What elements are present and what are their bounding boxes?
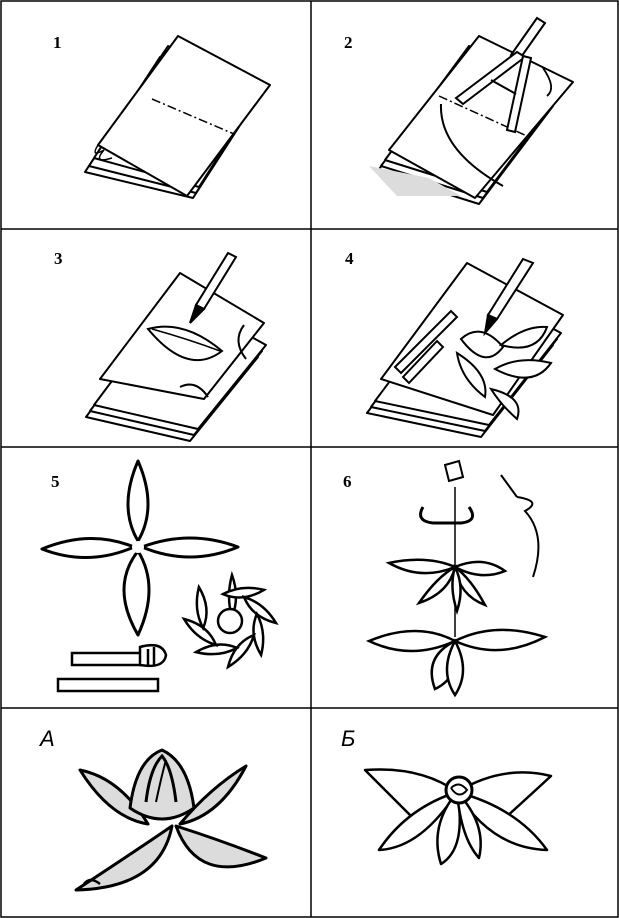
step-panel-6: 6 — [311, 447, 619, 708]
paper-strip — [401, 339, 445, 385]
lower-petal-layer — [365, 628, 549, 698]
folded-paper-stack-illustration — [84, 35, 271, 199]
needle-thread-icon — [500, 474, 540, 578]
result-letter: Б — [341, 726, 356, 751]
pencil-tracing-petals-illustration — [85, 251, 267, 442]
step-number: 2 — [344, 33, 353, 52]
step-number: 4 — [345, 249, 354, 268]
step-number: 1 — [53, 33, 62, 52]
step-panel-1: 1 — [0, 0, 311, 229]
cut-out-shapes-illustration — [40, 459, 279, 693]
petal-cluster — [455, 325, 553, 421]
stamen-piece — [443, 459, 465, 483]
cutting-petals-illustration — [366, 257, 564, 438]
finished-lotus-flower-a — [74, 748, 268, 892]
shaded-paper-layer — [369, 166, 461, 196]
step-panel-2: 2 — [311, 0, 619, 229]
ring-piece — [419, 506, 475, 525]
pencil-icon — [483, 257, 535, 337]
petal-outline — [146, 325, 224, 361]
compass-drawing-arc-illustration — [369, 16, 574, 205]
result-panel-a: А — [0, 708, 311, 918]
step-panel-4: 4 — [311, 229, 619, 447]
compass-icon — [454, 16, 547, 134]
step-number: 5 — [51, 472, 60, 491]
fold-line — [151, 98, 235, 135]
paper-strip — [393, 309, 459, 375]
drawn-arc — [439, 103, 504, 187]
step-panel-3: 3 — [0, 229, 311, 447]
small-flower-shape — [181, 570, 279, 670]
paper-strips — [56, 644, 168, 693]
result-panel-b: Б — [311, 708, 619, 918]
assembly-order-illustration — [365, 459, 549, 698]
step-number: 3 — [54, 249, 63, 268]
pencil-icon — [189, 251, 238, 324]
upper-petal-layer — [385, 558, 508, 615]
step-number: 6 — [343, 472, 352, 491]
step-panel-5: 5 — [0, 447, 311, 708]
flower-center — [444, 775, 474, 805]
finished-flower-b — [363, 768, 553, 866]
result-letter: А — [40, 726, 55, 751]
